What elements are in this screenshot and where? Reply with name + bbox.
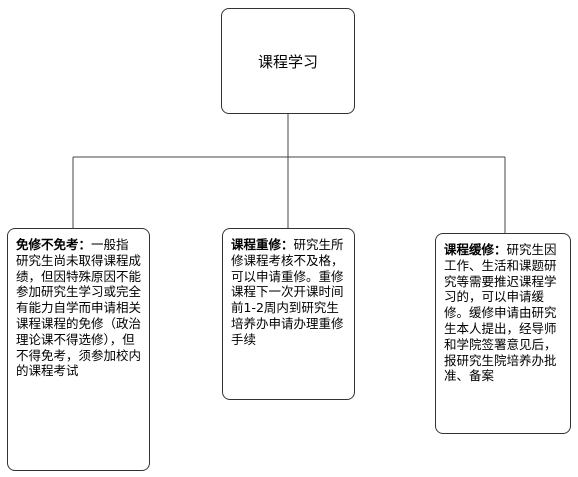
node-retake-title: 课程重修： [231,237,294,252]
node-exemption-body: 一般指研究生尚未取得课程成绩，但因特殊原因不能参加研究生学习或完全有能力自学而申… [16,237,142,379]
node-retake: 课程重修：研究生所修课程考核不及格，可以申请重修。重修课程下一次开课时间前1-2… [222,228,355,400]
node-deferral-body: 研究生因工作、生活和课题研究等需要推迟课程学习的，可以申请缓修。缓修申请由研究生… [444,242,557,384]
node-exemption: 免修不免考：一般指研究生尚未取得课程成绩，但因特殊原因不能参加研究生学习或完全有… [7,228,150,471]
root-node: 课程学习 [221,8,355,114]
root-node-label: 课程学习 [257,52,318,71]
node-deferral-title: 课程缓修： [444,242,507,257]
node-retake-body: 研究生所修课程考核不及格，可以申请重修。重修课程下一次开课时间前1-2周内到研究… [231,237,344,347]
node-deferral: 课程缓修：研究生因工作、生活和课题研究等需要推迟课程学习的，可以申请缓修。缓修申… [435,233,571,434]
node-exemption-title: 免修不免考： [16,237,92,252]
